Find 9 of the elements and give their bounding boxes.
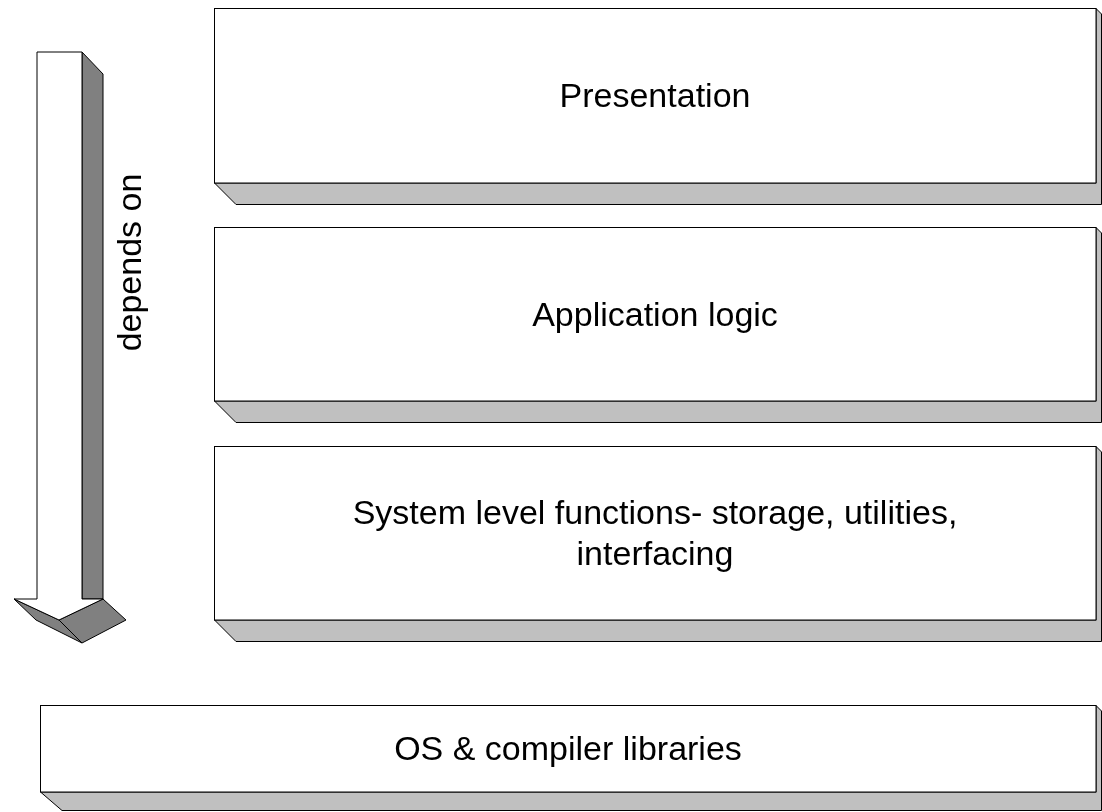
layer-label: Application logic <box>532 293 778 335</box>
direction-label: depends on <box>109 173 149 352</box>
layer-label: OS & compiler libraries <box>394 728 742 769</box>
layer-box <box>214 8 1102 205</box>
layer-label: Presentation <box>559 75 751 116</box>
layer-box <box>214 446 1102 642</box>
layer-box <box>40 705 1102 811</box>
layer-label: System level functions- storage, utilities, interfacing <box>351 492 959 574</box>
layer-box <box>214 227 1102 423</box>
